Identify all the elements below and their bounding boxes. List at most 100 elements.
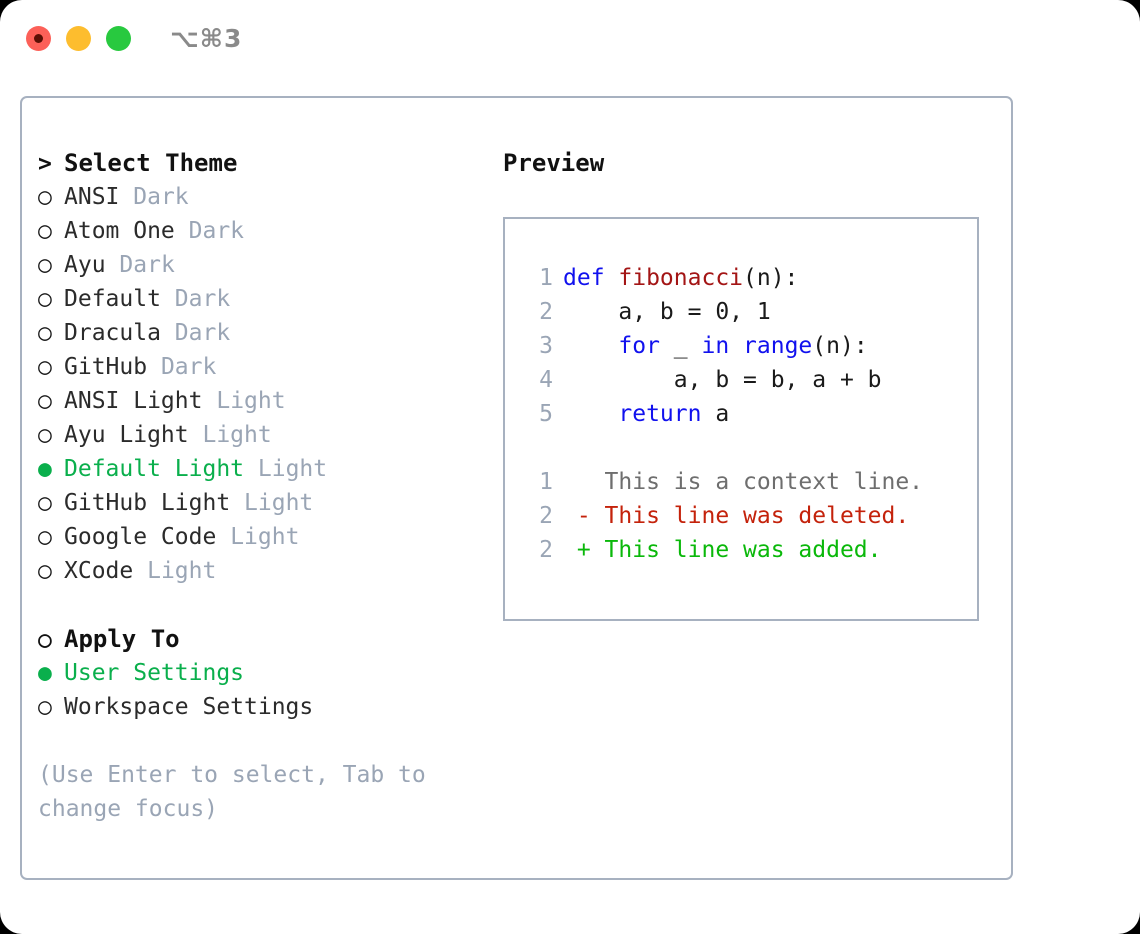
radio-unselected-icon[interactable]: ○ [38, 422, 52, 448]
line-number: 1 [539, 265, 553, 291]
section-spacer [38, 588, 488, 622]
theme-label: Dracula [64, 320, 161, 346]
title-bar: ⌥⌘3 [0, 0, 1140, 78]
theme-list-item[interactable]: ○ XCode Light [38, 554, 488, 588]
select-theme-title: Select Theme [64, 149, 238, 177]
theme-list-item[interactable]: ○ ANSI Dark [38, 180, 488, 214]
code-token-keyword: for [618, 333, 674, 359]
prompt-caret-icon: > [38, 151, 52, 177]
code-token-keyword: return [618, 401, 716, 427]
theme-list-item[interactable]: ○ Ayu Dark [38, 248, 488, 282]
theme-list-item[interactable]: ○ ANSI Light Light [38, 384, 488, 418]
apply-to-header: ○ Apply To [38, 622, 488, 656]
radio-unselected-icon[interactable]: ○ [38, 320, 52, 346]
theme-label: Atom One [64, 218, 175, 244]
theme-list-item[interactable]: ○ Ayu Light Light [38, 418, 488, 452]
radio-unselected-icon[interactable]: ○ [38, 286, 52, 312]
theme-list-item[interactable]: ○ Default Dark [38, 282, 488, 316]
diff-token-added: + This line was added. [563, 537, 882, 563]
select-theme-header: > Select Theme [38, 146, 488, 180]
theme-label: Default [64, 286, 161, 312]
radio-unselected-icon[interactable]: ○ [38, 388, 52, 414]
radio-unselected-icon[interactable]: ○ [38, 524, 52, 550]
theme-label: Ayu [64, 252, 106, 278]
code-token-keyword: def [563, 265, 619, 291]
preview-box: 1 def fibonacci(n): 2 a, b = 0, 1 3 for … [503, 217, 979, 621]
theme-variant-badge: Dark [160, 354, 217, 380]
theme-list-column: > Select Theme ○ ANSI Dark ○ Atom One Da… [38, 146, 488, 826]
line-number: 3 [539, 333, 553, 359]
line-number: 2 [539, 299, 553, 325]
theme-list-item-selected[interactable]: ● Default Light Light [38, 452, 488, 486]
radio-selected-icon[interactable]: ● [38, 660, 52, 686]
theme-label: Default Light [64, 456, 245, 482]
code-token-plain: a [715, 401, 730, 427]
radio-unselected-icon[interactable]: ○ [38, 694, 52, 720]
code-token-plain: _ [673, 333, 702, 359]
theme-variant-badge: Light [244, 490, 314, 516]
keyboard-shortcut-label: ⌥⌘3 [170, 24, 243, 53]
line-number: 2 [539, 503, 553, 529]
diff-line-deleted: 2 - This line was deleted. [505, 499, 977, 533]
close-window-icon[interactable] [26, 26, 51, 51]
diff-token-context: This is a context line. [563, 469, 924, 495]
theme-variant-badge: Light [216, 388, 286, 414]
code-token-plain: (n): [812, 333, 868, 359]
diff-token-deleted: - This line was deleted. [563, 503, 910, 529]
theme-label: Google Code [64, 524, 217, 550]
code-line: 5 return a [505, 397, 977, 431]
theme-label: ANSI Light [64, 388, 203, 414]
radio-unselected-icon[interactable]: ○ [38, 558, 52, 584]
radio-unselected-icon[interactable]: ○ [38, 252, 52, 278]
theme-variant-badge: Dark [174, 286, 231, 312]
theme-variant-badge: Light [230, 524, 300, 550]
radio-unselected-icon[interactable]: ○ [38, 354, 52, 380]
radio-unselected-icon[interactable]: ○ [38, 218, 52, 244]
apply-to-label: User Settings [64, 660, 245, 686]
theme-list-item[interactable]: ○ GitHub Light Light [38, 486, 488, 520]
code-line: 2 a, b = 0, 1 [505, 295, 977, 329]
code-token-function: fibonacci [618, 265, 744, 291]
line-number: 5 [539, 401, 553, 427]
radio-unselected-icon[interactable]: ○ [38, 184, 52, 210]
theme-variant-badge: Light [202, 422, 272, 448]
code-token-builtin: range [743, 333, 813, 359]
apply-to-title: Apply To [64, 625, 180, 653]
diff-line-context: 1 This is a context line. [505, 465, 977, 499]
traffic-light-controls [26, 26, 131, 51]
apply-to-label: Workspace Settings [64, 694, 314, 720]
code-line: 4 a, b = b, a + b [505, 363, 977, 397]
code-token-keyword: in [701, 333, 744, 359]
code-token-plain: (n): [743, 265, 799, 291]
apply-to-item[interactable]: ○ Workspace Settings [38, 690, 488, 724]
line-number: 1 [539, 469, 553, 495]
keyboard-hint-text: (Use Enter to select, Tab to change focu… [38, 762, 426, 822]
theme-list-item[interactable]: ○ Dracula Dark [38, 316, 488, 350]
code-line: 3 for _ in range(n): [505, 329, 977, 363]
theme-picker-card: > Select Theme ○ ANSI Dark ○ Atom One Da… [20, 96, 1013, 880]
theme-label: ANSI [64, 184, 120, 210]
maximize-window-icon[interactable] [106, 26, 131, 51]
line-number: 4 [539, 367, 553, 393]
theme-list-item[interactable]: ○ GitHub Dark [38, 350, 488, 384]
minimize-window-icon[interactable] [66, 26, 91, 51]
theme-variant-badge: Dark [119, 252, 175, 278]
header-indent-spacer: ○ [38, 627, 52, 653]
theme-label: XCode [64, 558, 134, 584]
theme-variant-badge: Light [147, 558, 217, 584]
theme-list-item[interactable]: ○ Google Code Light [38, 520, 488, 554]
theme-variant-badge: Dark [188, 218, 245, 244]
apply-to-item-selected[interactable]: ● User Settings [38, 656, 488, 690]
radio-selected-icon[interactable]: ● [38, 456, 52, 482]
theme-variant-badge: Dark [133, 184, 189, 210]
theme-variant-badge: Dark [174, 320, 231, 346]
theme-list-item[interactable]: ○ Atom One Dark [38, 214, 488, 248]
diff-line-added: 2 + This line was added. [505, 533, 977, 567]
code-line: 1 def fibonacci(n): [505, 261, 977, 295]
radio-unselected-icon[interactable]: ○ [38, 490, 52, 516]
theme-variant-badge: Light [257, 456, 328, 482]
code-token-plain [563, 397, 618, 431]
code-blank-line [505, 431, 977, 465]
preview-column: Preview 1 def fibonacci(n): 2 a, b = 0, … [503, 146, 1003, 621]
